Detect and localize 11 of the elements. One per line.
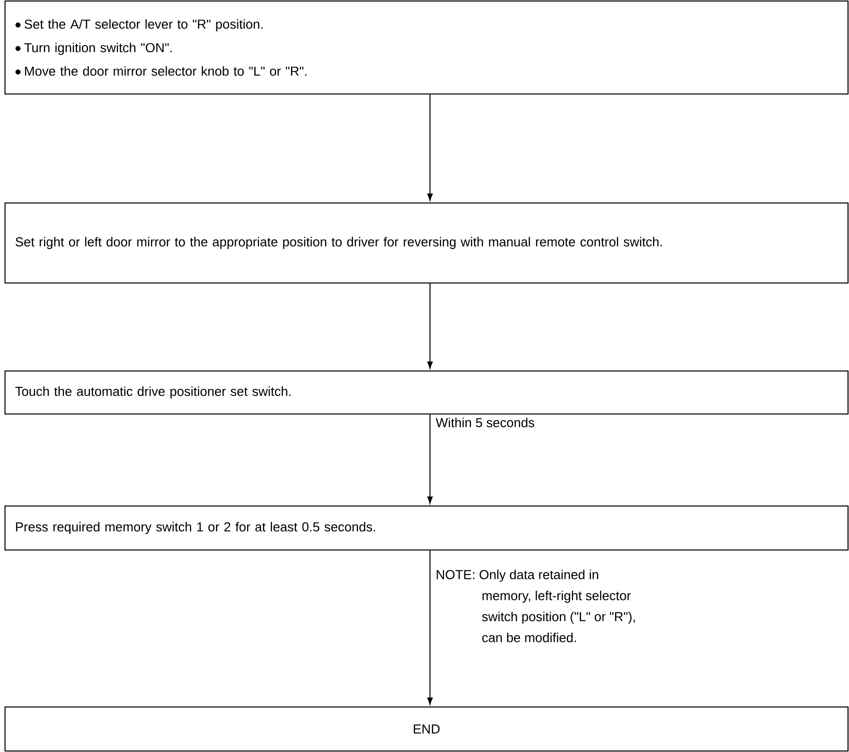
step-box: Set the A/T selector lever to "R" position. Turn ignition switch "ON". Move the door mirror selector knob to "L" or "R". xyxy=(4,0,848,94)
arrow xyxy=(427,94,433,201)
arrow xyxy=(427,414,433,504)
step-box: Press required memory switch 1 or 2 for at least 0.5 seconds. xyxy=(4,506,848,550)
edge-label: NOTE: Only data retained in memory, left-right selector switch position ("L" or "R"), can be modified. xyxy=(434,568,647,644)
arrow xyxy=(427,283,433,369)
step-box: Set right or left door mirror to the appropriate position to driver for reversing with manual remote control switch. xyxy=(4,202,848,284)
step-box: END xyxy=(4,706,848,752)
step-box: Touch the automatic drive positioner set switch. xyxy=(4,370,848,414)
edge-label: Within 5 seconds xyxy=(434,416,536,428)
arrow xyxy=(427,550,433,705)
